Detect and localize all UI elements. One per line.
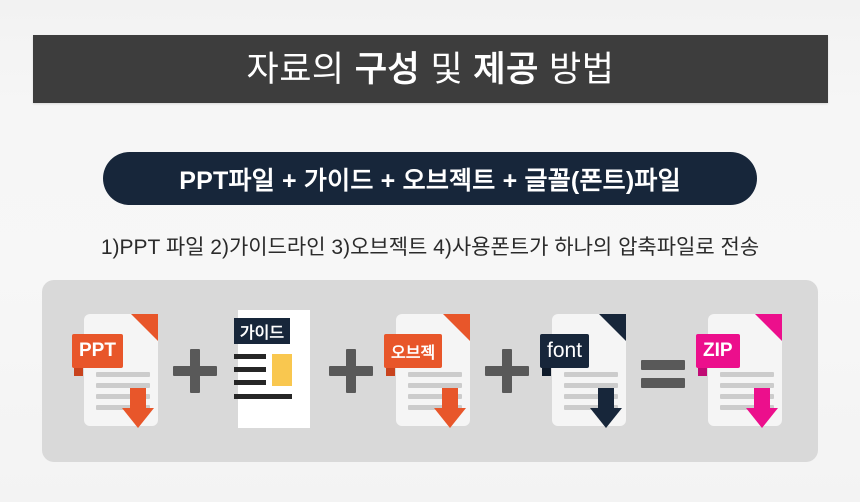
download-arrow-stem <box>130 388 146 408</box>
badge-tail <box>542 368 551 376</box>
document-text-lines <box>408 372 462 416</box>
contents-summary-text: PPT파일 + 가이드 + 오브젝트 + 글꼴(폰트)파일 <box>179 166 681 195</box>
page-title: 자료의 구성 및 제공 방법 <box>247 52 615 87</box>
file-type-badge: font <box>540 334 590 368</box>
document-text-lines <box>96 372 150 416</box>
download-arrow-stem <box>754 388 770 408</box>
folded-corner-icon <box>131 314 158 341</box>
page-title-segment-4: 제공 <box>473 49 539 89</box>
download-arrow-stem <box>442 388 458 408</box>
folded-corner-icon <box>443 314 470 341</box>
download-arrow-icon <box>590 408 622 428</box>
download-arrow-icon <box>746 408 778 428</box>
badge-tail <box>386 368 395 376</box>
folded-corner-icon <box>755 314 782 341</box>
download-arrow-stem <box>598 388 614 408</box>
document-text-lines <box>720 372 774 416</box>
page-title-segment-5: 방법 <box>538 49 615 89</box>
folded-corner-icon <box>599 314 626 341</box>
document-footer-line <box>234 394 292 399</box>
font-file-icon: font <box>538 306 634 436</box>
download-arrow-icon <box>434 408 466 428</box>
plus-operator-icon <box>478 341 538 401</box>
document-text-lines <box>234 354 266 393</box>
download-arrow-icon <box>122 408 154 428</box>
file-type-badge: PPT <box>72 334 123 368</box>
page-title-segment-3: 및 <box>420 49 474 89</box>
file-icon-row: PPT 가이드 <box>42 280 818 462</box>
plus-operator-icon <box>322 341 382 401</box>
plus-operator-icon <box>166 341 226 401</box>
zip-file-icon: ZIP <box>694 306 790 436</box>
badge-tail <box>74 368 83 376</box>
page-title-bar: 자료의 구성 및 제공 방법 <box>33 35 828 103</box>
page-title-segment-2: 구성 <box>354 49 421 89</box>
guide-header-label: 가이드 <box>234 318 290 344</box>
guide-file-icon: 가이드 <box>226 306 322 436</box>
file-composition-panel: PPT 가이드 <box>42 280 818 462</box>
delivery-description-text: 1)PPT 파일 2)가이드라인 3)오브젝트 4)사용폰트가 하나의 압축파일… <box>100 236 760 259</box>
contents-summary-banner: PPT파일 + 가이드 + 오브젝트 + 글꼴(폰트)파일 <box>103 152 757 205</box>
guide-image-block <box>272 354 292 386</box>
file-type-badge: 오브젝 <box>384 334 443 368</box>
equals-operator-icon <box>634 341 694 401</box>
page-title-segment-1: 자료의 <box>246 49 355 89</box>
badge-tail <box>698 368 707 376</box>
object-file-icon: 오브젝 <box>382 306 478 436</box>
ppt-file-icon: PPT <box>70 306 166 436</box>
file-type-badge: ZIP <box>696 334 740 368</box>
document-text-lines <box>564 372 618 416</box>
